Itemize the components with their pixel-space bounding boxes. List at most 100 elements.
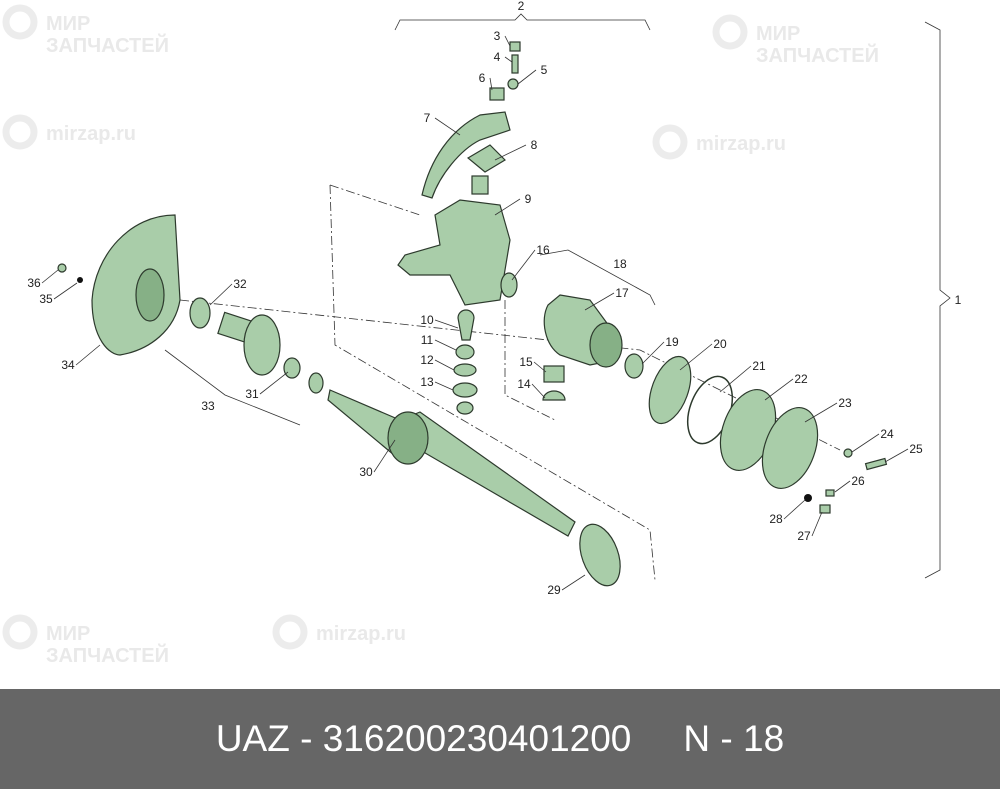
part-hub-flange (243, 314, 281, 376)
watermark-layer: МИРЗАПЧАСТЕЙmirzap.ruМИРЗАПЧАСТЕЙmirzap.… (2, 4, 879, 667)
callout-label-1: 1 (955, 293, 962, 307)
callout-label-13: 13 (420, 375, 434, 389)
watermark: mirzap.ru (272, 614, 406, 650)
watermark-logo-icon (652, 124, 688, 160)
callout-label-29: 29 (547, 583, 561, 597)
leader-line (53, 282, 78, 300)
leader-line (373, 439, 396, 473)
part-stud-4 (511, 54, 519, 74)
callout-label-31: 31 (245, 387, 259, 401)
leader-line (434, 117, 461, 136)
callout-label-19: 19 (665, 335, 679, 349)
part-nut-6 (489, 87, 505, 101)
leader-line (533, 361, 547, 373)
part-washer-24 (843, 448, 853, 458)
footer-separator: - (289, 718, 323, 759)
callout-label-24: 24 (880, 427, 894, 441)
watermark-logo-icon (2, 4, 38, 40)
leader-line (434, 381, 454, 391)
leader-line (75, 344, 101, 366)
callout-label-5: 5 (541, 63, 548, 77)
footer-part-number: 316200230401200 (322, 718, 632, 759)
footer-bar: UAZ - 316200230401200 N - 18 (0, 689, 1000, 789)
watermark: mirzap.ru (2, 114, 136, 150)
callout-label-23: 23 (838, 396, 852, 410)
leader-line (434, 339, 457, 351)
part-bolt-26 (825, 489, 835, 497)
leader-line (584, 292, 615, 311)
watermark-logo-icon (2, 614, 38, 650)
callout-label-11: 11 (421, 333, 434, 347)
watermark-logo-icon (712, 14, 748, 50)
watermark-text: МИР (46, 13, 90, 35)
callout-label-22: 22 (794, 372, 808, 386)
callout-label-33: 33 (201, 399, 215, 413)
callout-label-28: 28 (769, 512, 783, 526)
leader-line (834, 480, 851, 493)
assembly-line (504, 300, 556, 421)
callout-label-21: 21 (752, 359, 766, 373)
watermark-text: ЗАПЧАСТЕЙ (46, 643, 169, 667)
leader-line (719, 365, 752, 393)
leader-line (259, 371, 289, 395)
callout-label-8: 8 (531, 138, 538, 152)
watermark-text: mirzap.ru (46, 123, 136, 145)
part-washer-28 (804, 494, 812, 502)
leader-line (494, 198, 521, 216)
part-washer-13 (452, 382, 478, 398)
watermark-logo-icon (272, 614, 308, 650)
part-shield-hole (135, 268, 165, 322)
callout-label-6: 6 (479, 71, 486, 85)
leader-line (434, 359, 455, 371)
watermark-text: ЗАПЧАСТЕЙ (46, 33, 169, 57)
footer-page-number: 18 (743, 718, 785, 759)
part-housing-flange (589, 322, 623, 368)
part-bolt-36 (57, 263, 67, 273)
callout-label-32: 32 (233, 277, 247, 291)
part-cv-joint (387, 411, 429, 465)
part-bolt-27 (819, 504, 831, 514)
part-ring-20 (648, 355, 692, 425)
callout-label-9: 9 (525, 192, 532, 206)
leader-line (884, 448, 909, 463)
callout-label-4: 4 (494, 50, 501, 64)
callout-label-3: 3 (494, 29, 501, 43)
leader-line (41, 269, 59, 284)
bracket-2 (394, 13, 651, 31)
callout-label-34: 34 (61, 358, 75, 372)
leader-line (679, 343, 713, 371)
leader-line (434, 319, 459, 329)
callout-label-17: 17 (615, 286, 629, 300)
part-bearing-31 (283, 357, 301, 379)
footer-page-prefix: N (683, 718, 711, 759)
part-knuckle-9 (397, 199, 511, 306)
callout-label-25: 25 (909, 442, 923, 456)
callout-label-7: 7 (424, 111, 431, 125)
callout-label-20: 20 (713, 337, 727, 351)
leader-line (764, 378, 794, 401)
part-pin-10 (457, 309, 475, 341)
callout-label-16: 16 (536, 243, 550, 257)
assembly-line (329, 184, 656, 581)
callout-label-26: 26 (851, 474, 865, 488)
part-cap-14 (542, 390, 566, 401)
part-washer-12 (453, 363, 477, 377)
watermark-text: МИР (756, 23, 800, 45)
callout-label-27: 27 (797, 529, 811, 543)
part-ring (308, 372, 324, 394)
watermark-text: МИР (46, 623, 90, 645)
part-seal-19 (624, 353, 644, 379)
leader-line (811, 511, 823, 537)
assembly-line (179, 299, 841, 451)
part-bushing-15 (543, 365, 565, 383)
watermark: mirzap.ru (652, 124, 786, 160)
part-nut-5 (507, 78, 519, 90)
part-steering-arm (421, 111, 511, 199)
callout-label-36: 36 (27, 276, 41, 290)
watermark-logo-icon (2, 114, 38, 150)
callout-label-18: 18 (613, 257, 627, 271)
watermark-text: ЗАПЧАСТЕЙ (756, 43, 879, 67)
leader-line (641, 341, 665, 365)
